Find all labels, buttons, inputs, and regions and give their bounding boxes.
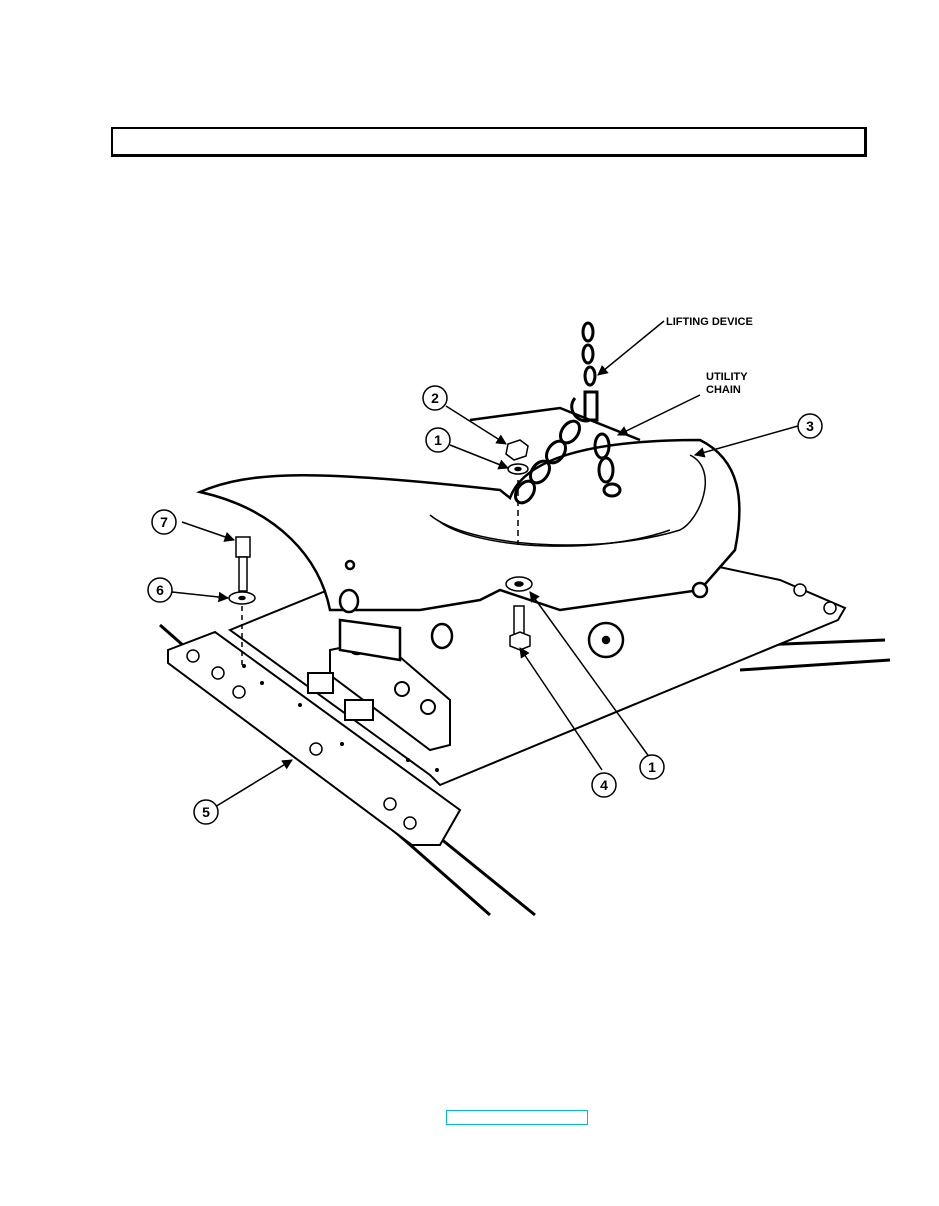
callout-5: 5 — [193, 799, 219, 825]
lifting-chain — [513, 321, 622, 505]
label-utility: UTILITY — [706, 371, 748, 383]
callout-2: 2 — [422, 385, 448, 411]
callout-1-upper: 1 — [425, 427, 451, 453]
callout-7: 7 — [151, 509, 177, 535]
callout-6: 6 — [147, 577, 173, 603]
svg-text:7: 7 — [160, 514, 168, 530]
svg-text:6: 6 — [156, 582, 164, 598]
text-labels: LIFTING DEVICE UTILITY CHAIN — [666, 316, 753, 396]
mounting-plate-holes — [242, 664, 439, 772]
svg-text:3: 3 — [806, 418, 814, 434]
callouts: 2 1 3 7 6 5 4 1 — [147, 385, 823, 825]
pin-and-bolt-assembly — [228, 439, 533, 668]
svg-text:4: 4 — [600, 777, 608, 793]
svg-text:2: 2 — [431, 390, 439, 406]
callout-4: 4 — [591, 772, 617, 798]
svg-text:1: 1 — [434, 432, 442, 448]
svg-text:5: 5 — [202, 804, 210, 820]
leader-lines — [171, 320, 799, 811]
callout-3: 3 — [797, 413, 823, 439]
footer-link[interactable] — [446, 1110, 588, 1125]
header-box — [111, 127, 867, 157]
svg-text:1: 1 — [648, 759, 656, 775]
callout-1-lower: 1 — [639, 754, 665, 780]
mounting-plate-bolts — [186, 583, 837, 830]
label-chain: CHAIN — [706, 384, 741, 396]
label-lifting-device: LIFTING DEVICE — [666, 316, 753, 328]
